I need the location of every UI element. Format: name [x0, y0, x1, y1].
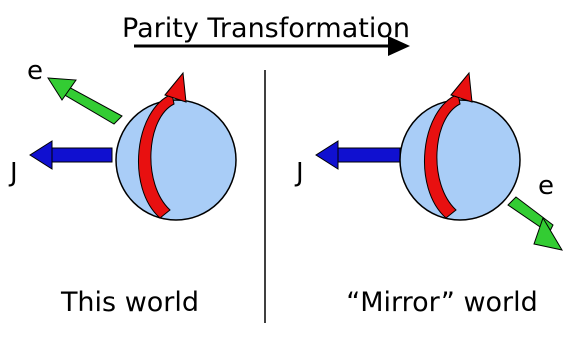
left-panel: e J This world: [8, 56, 237, 318]
rotation-arrow-right: [424, 71, 473, 219]
rotation-arrow-left: [138, 71, 187, 219]
spin-label-right: J: [294, 158, 304, 188]
right-panel: J e “Mirror” world: [294, 71, 564, 318]
spin-arrow-left: [29, 140, 113, 170]
caption-left: This world: [60, 287, 199, 318]
electron-arrow-right: [507, 196, 564, 251]
transformation-arrow: [134, 36, 410, 56]
spin-label-left: J: [8, 158, 18, 188]
sphere-right: [399, 99, 521, 221]
electron-label-left: e: [27, 56, 43, 86]
caption-right: “Mirror” world: [346, 287, 538, 318]
electron-label-right: e: [538, 171, 554, 201]
sphere-left: [115, 99, 237, 221]
electron-arrow-left: [47, 77, 123, 125]
title: Parity Transformation: [122, 13, 410, 44]
spin-arrow-right: [315, 140, 401, 170]
